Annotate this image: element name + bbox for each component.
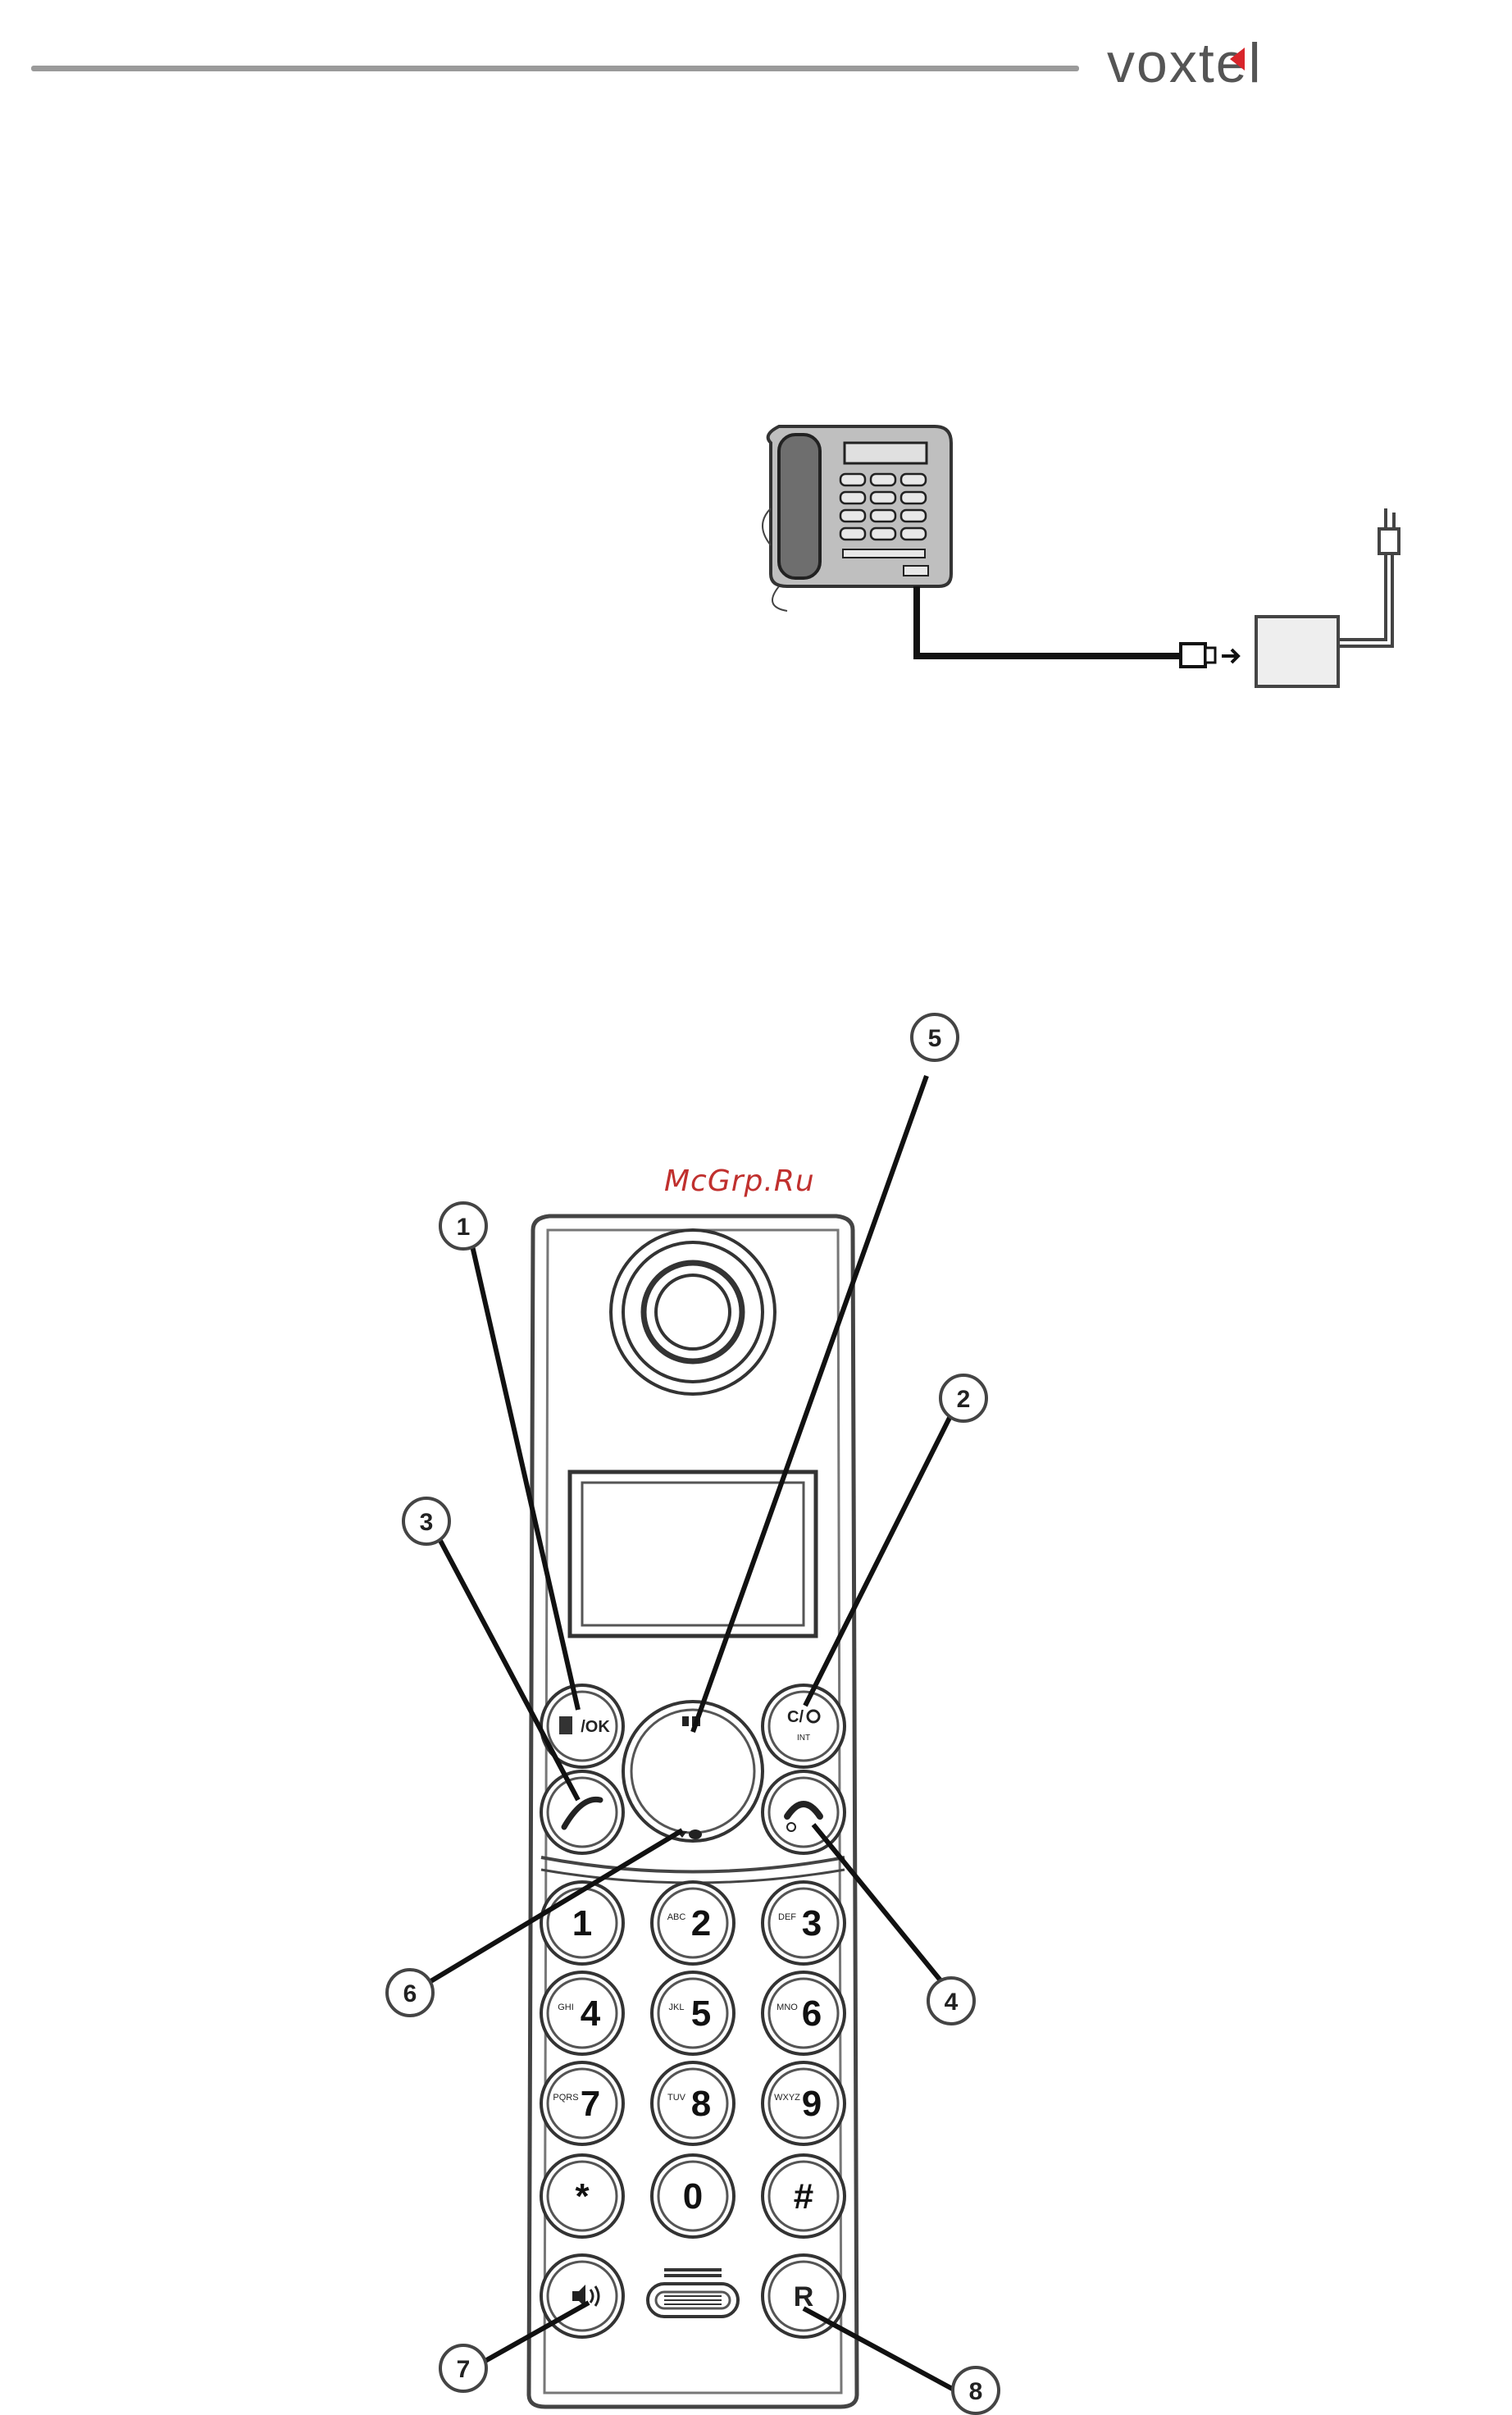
talk-button: [541, 1771, 623, 1853]
key-letters: PQRS: [553, 2093, 578, 2103]
mains-plug-icon: [1338, 508, 1399, 646]
svg-text:INT: INT: [797, 1734, 810, 1743]
key-letters: DEF: [778, 1912, 796, 1922]
phone-connection-diagram: [754, 410, 1443, 705]
key-3[interactable]: 3 DEF: [763, 1882, 845, 1964]
key-digit: 1: [572, 1903, 592, 1943]
callout-2: 2: [940, 1375, 986, 1421]
key-digit: 4: [581, 1994, 601, 2034]
clear-int-button: C/ INT: [763, 1685, 845, 1767]
key-1[interactable]: 1: [541, 1882, 623, 1964]
callout-8: 8: [953, 2367, 999, 2413]
svg-text:7: 7: [457, 2356, 471, 2383]
callout-3: 3: [403, 1498, 449, 1544]
key-4[interactable]: 4 GHI: [541, 1972, 623, 2054]
key-digit: *: [575, 2176, 590, 2217]
voxtel-logo: voxtel: [1107, 16, 1369, 98]
key-8[interactable]: 8 TUV: [652, 2062, 734, 2144]
key-6[interactable]: 6 MNO: [763, 1972, 845, 2054]
key-0[interactable]: 0: [652, 2155, 734, 2237]
svg-text:R: R: [794, 2281, 814, 2312]
key-digit: #: [794, 2176, 813, 2217]
end-call-button: [763, 1771, 845, 1853]
key-letters: MNO: [776, 2003, 798, 2012]
key-digit: 5: [691, 1994, 711, 2034]
svg-text:C/: C/: [787, 1708, 804, 1726]
key-digit: 9: [802, 2084, 822, 2124]
key-digit: 2: [691, 1903, 711, 1943]
key-digit: 3: [802, 1903, 822, 1943]
callout-7: 7: [440, 2345, 486, 2391]
svg-text:5: 5: [928, 1025, 942, 1052]
callout-5: 5: [912, 1014, 958, 1060]
svg-text:/OK: /OK: [581, 1718, 610, 1736]
svg-text:1: 1: [457, 1214, 471, 1241]
key-2[interactable]: 2 ABC: [652, 1882, 734, 1964]
key-star[interactable]: *: [541, 2155, 623, 2237]
key-5[interactable]: 5 JKL: [652, 1972, 734, 2054]
key-digit: 7: [581, 2084, 600, 2124]
svg-text:6: 6: [403, 1980, 417, 2007]
key-letters: GHI: [558, 2003, 574, 2012]
key-digit: 6: [802, 1994, 822, 2034]
key-letters: WXYZ: [774, 2093, 800, 2103]
key-letters: TUV: [667, 2093, 686, 2103]
phone-line-cable: [917, 586, 1181, 656]
svg-text:8: 8: [969, 2378, 983, 2405]
menu-icon: [559, 1716, 572, 1734]
svg-text:3: 3: [420, 1509, 434, 1536]
callout-1: 1: [440, 1203, 486, 1249]
key-digit: 8: [691, 2084, 711, 2124]
desk-phone-icon: [763, 426, 951, 611]
key-letters: JKL: [669, 2003, 685, 2012]
key-hash[interactable]: #: [763, 2155, 845, 2237]
phonebook-icon: [682, 1716, 689, 1726]
key-letters: ABC: [667, 1912, 686, 1922]
callout-6: 6: [387, 1970, 433, 2016]
svg-text:4: 4: [945, 1989, 959, 2016]
rj11-plug-icon: [1181, 644, 1238, 667]
wall-socket-icon: [1256, 617, 1338, 686]
callout-4: 4: [928, 1978, 974, 2024]
key-digit: 0: [683, 2176, 703, 2217]
svg-text:2: 2: [957, 1386, 971, 1413]
header-rule: [31, 66, 1079, 71]
nav-key: [623, 1702, 763, 1841]
